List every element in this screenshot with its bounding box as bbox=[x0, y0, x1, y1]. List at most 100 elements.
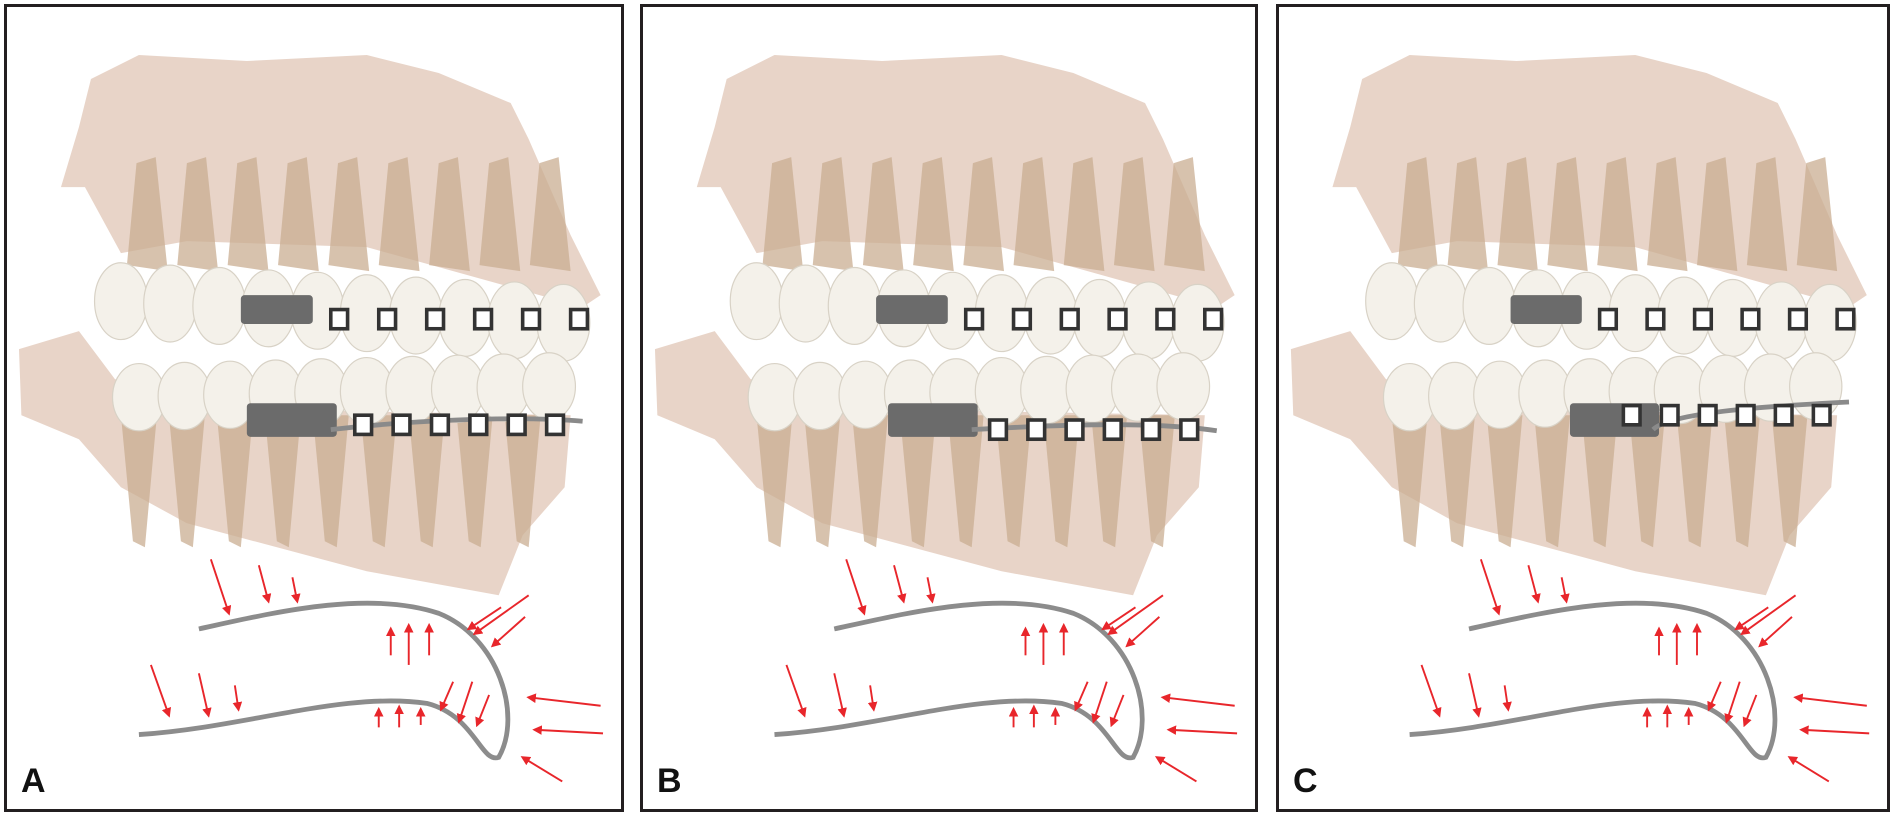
upper-molar-tube bbox=[240, 295, 313, 324]
force-arrow bbox=[150, 664, 171, 718]
lower-tooth bbox=[522, 352, 577, 421]
lower-tooth bbox=[111, 362, 166, 432]
upper-tooth-root bbox=[227, 157, 269, 272]
lower-tooth bbox=[476, 353, 531, 422]
upper-molar-tube bbox=[1510, 295, 1582, 324]
upper-tooth-root bbox=[429, 157, 470, 272]
force-arrow bbox=[1160, 693, 1235, 707]
lower-tooth bbox=[974, 356, 1029, 426]
force-arrow bbox=[893, 565, 907, 604]
lower-tooth bbox=[157, 361, 212, 431]
force-arrow bbox=[526, 693, 601, 707]
upper-tooth-root bbox=[1164, 157, 1205, 272]
force-arrow bbox=[1742, 694, 1758, 728]
force-arrow bbox=[1787, 756, 1830, 783]
panel-label-b: B bbox=[657, 762, 682, 800]
upper-bracket bbox=[1740, 307, 1761, 331]
lower-bracket bbox=[1659, 403, 1680, 427]
force-arrow bbox=[1154, 756, 1197, 783]
upper-tooth-root bbox=[1063, 157, 1105, 272]
upper-bracket bbox=[963, 307, 985, 331]
upper-tooth-root bbox=[812, 157, 854, 272]
force-arrow bbox=[1479, 558, 1501, 616]
lower-tooth-root bbox=[804, 415, 841, 548]
force-arrow bbox=[291, 577, 301, 604]
lower-tooth bbox=[1065, 354, 1120, 424]
lower-tooth-root bbox=[1486, 415, 1523, 548]
force-arrow bbox=[475, 694, 490, 728]
upper-bracket bbox=[472, 307, 494, 331]
upper-tooth-root bbox=[1547, 157, 1588, 272]
lower-bracket bbox=[391, 413, 412, 437]
force-arrow bbox=[1740, 594, 1797, 636]
lower-tooth bbox=[793, 361, 847, 431]
lower-bracket bbox=[1026, 418, 1047, 442]
upper-bracket bbox=[1203, 307, 1224, 331]
lower-tooth bbox=[838, 360, 893, 430]
force-arrow bbox=[1527, 565, 1541, 604]
force-arrow bbox=[1125, 616, 1161, 648]
upper-tooth-root bbox=[1697, 157, 1738, 272]
illustration-b bbox=[654, 55, 1238, 783]
lower-bracket bbox=[987, 418, 1009, 442]
upper-tooth-root bbox=[762, 157, 804, 272]
upper-tooth-root bbox=[126, 157, 168, 272]
upper-tooth-root bbox=[1497, 157, 1538, 272]
upper-tooth bbox=[192, 266, 247, 345]
lower-bracket bbox=[1140, 418, 1162, 442]
panel-c: C bbox=[1276, 4, 1890, 812]
lower-tooth-root bbox=[1581, 415, 1618, 548]
upper-tooth bbox=[1462, 266, 1516, 345]
upper-tooth bbox=[93, 262, 148, 341]
upper-bracket bbox=[1692, 307, 1714, 331]
force-arrow bbox=[439, 681, 454, 712]
lower-tooth bbox=[1382, 362, 1437, 432]
lower-bracket bbox=[1102, 418, 1123, 442]
lower-tooth-root bbox=[995, 415, 1032, 548]
force-arrow bbox=[1166, 725, 1238, 735]
upper-tooth-root bbox=[1113, 157, 1155, 272]
upper-bracket bbox=[328, 307, 350, 331]
upper-tooth-root bbox=[1746, 157, 1788, 272]
lower-tooth bbox=[1020, 355, 1074, 425]
lower-tooth-root bbox=[852, 415, 889, 548]
force-arrow bbox=[1560, 577, 1570, 604]
upper-tooth bbox=[827, 266, 882, 345]
upper-tooth-root bbox=[278, 157, 319, 272]
lower-tooth-root bbox=[756, 415, 793, 548]
force-arrow bbox=[232, 685, 243, 712]
lower-tooth bbox=[747, 362, 802, 432]
upper-tooth-root bbox=[1796, 157, 1838, 272]
lower-tooth-root bbox=[360, 415, 397, 548]
lower-molar-tube bbox=[246, 403, 337, 437]
force-arrow bbox=[1707, 681, 1722, 712]
force-arrow bbox=[833, 673, 847, 718]
force-arrow bbox=[1724, 681, 1741, 724]
panel-label-c: C bbox=[1293, 762, 1318, 800]
upper-bracket bbox=[376, 307, 398, 331]
lower-tooth-root bbox=[1771, 415, 1808, 548]
force-arrow bbox=[1793, 693, 1867, 707]
upper-tooth-root bbox=[913, 157, 954, 272]
upper-bracket bbox=[1155, 307, 1176, 331]
lower-tooth-root bbox=[264, 415, 301, 548]
force-arrow bbox=[926, 577, 936, 604]
upper-tooth bbox=[143, 264, 198, 343]
force-arrow bbox=[197, 673, 212, 718]
lower-tooth-root bbox=[1391, 415, 1428, 548]
force-arrow bbox=[785, 664, 807, 718]
lower-molar-tube bbox=[888, 403, 978, 437]
bone-outline-curve bbox=[1409, 600, 1778, 761]
illustration-c bbox=[1290, 55, 1870, 783]
lower-tooth-root bbox=[1139, 415, 1175, 548]
lower-bracket bbox=[468, 413, 489, 437]
upper-bracket bbox=[1011, 307, 1033, 331]
force-arrow bbox=[1109, 694, 1125, 728]
lower-bracket bbox=[429, 413, 451, 437]
lower-bracket bbox=[1773, 403, 1794, 427]
upper-tooth-root bbox=[1397, 157, 1439, 272]
bone-outline-curve bbox=[774, 600, 1145, 761]
force-arrow bbox=[209, 558, 232, 616]
upper-tooth-root bbox=[479, 157, 521, 272]
upper-tooth-root bbox=[1447, 157, 1488, 272]
